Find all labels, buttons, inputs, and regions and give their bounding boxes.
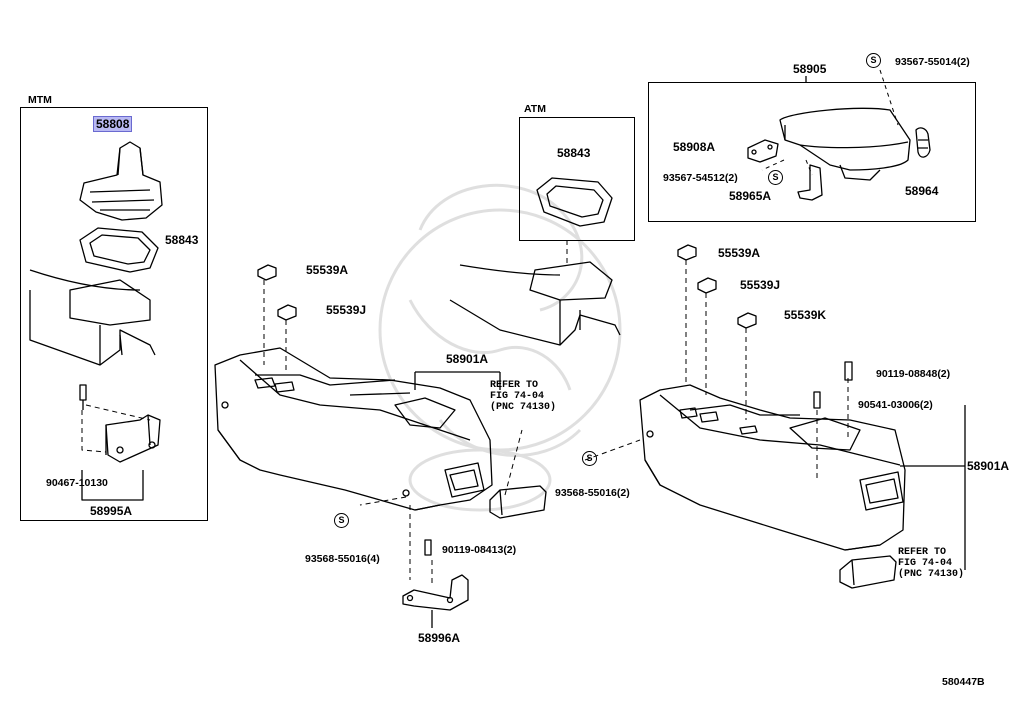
part-label-58908a[interactable]: 58908A [673, 140, 716, 154]
part-label-90541-03006-2[interactable]: 90541-03006(2) [858, 399, 933, 411]
part-label-55539j-right[interactable]: 55539J [740, 278, 781, 292]
latch-58964 [915, 127, 931, 158]
symbol-s-icon: S [582, 451, 597, 466]
atm-bezel-group [536, 177, 613, 227]
watermark-logo [378, 183, 622, 512]
mtm-group-box [20, 107, 208, 521]
atm-label: ATM [524, 103, 546, 115]
part-label-58843-atm[interactable]: 58843 [557, 146, 591, 160]
symbol-s-icon: S [334, 513, 349, 528]
refer-note-line1: REFER TO [898, 547, 947, 558]
part-label-93567-55014-2[interactable]: 93567-55014(2) [895, 56, 970, 68]
refer-note-line2: FIG 74-04 [490, 391, 545, 402]
clip-55539j-left [277, 304, 297, 321]
armrest-lid [779, 107, 911, 181]
part-label-55539k-right[interactable]: 55539K [784, 308, 827, 322]
hinge-58908a [747, 139, 779, 163]
part-label-90119-08848-2[interactable]: 90119-08848(2) [876, 368, 951, 380]
part-label-93568-55016-2[interactable]: 93568-55016(2) [555, 487, 630, 499]
right-console-body [639, 384, 906, 551]
part-label-58808[interactable]: 58808 [93, 116, 133, 132]
part-label-58901a-right[interactable]: 58901A [967, 459, 1010, 473]
figure-code: 580447B [942, 676, 985, 688]
bracket-58996a [402, 574, 469, 611]
refer-note-line3: (PNC 74130) [490, 402, 557, 413]
left-refer-part [489, 485, 547, 519]
armrest-group-box [648, 82, 976, 222]
part-label-55539j-left[interactable]: 55539J [326, 303, 367, 317]
part-label-58905[interactable]: 58905 [793, 62, 827, 76]
refer-note-left[interactable]: REFER TO FIG 74-04 (PNC 74130) [490, 380, 556, 413]
part-label-58996a[interactable]: 58996A [418, 631, 461, 645]
symbol-s-icon: S [866, 53, 881, 68]
part-label-90467-10130[interactable]: 90467-10130 [46, 477, 108, 489]
right-refer-part [839, 555, 897, 589]
clip-55539a-left [257, 264, 277, 281]
refer-note-line3: (PNC 74130) [898, 569, 965, 580]
part-label-55539a-left[interactable]: 55539A [306, 263, 349, 277]
part-label-55539a-right[interactable]: 55539A [718, 246, 761, 260]
part-label-58964[interactable]: 58964 [905, 184, 939, 198]
part-label-90119-08413-2[interactable]: 90119-08413(2) [442, 544, 517, 556]
part-label-58843-mtm[interactable]: 58843 [165, 233, 199, 247]
mtm-label: MTM [28, 94, 52, 106]
part-label-58965a[interactable]: 58965A [729, 189, 772, 203]
latch-58965a [797, 164, 823, 201]
clip-55539k-right [737, 312, 757, 329]
clip-55539j-right [697, 277, 717, 294]
part-label-58901a-left[interactable]: 58901A [446, 352, 489, 366]
part-label-93568-55016-4[interactable]: 93568-55016(4) [305, 553, 380, 565]
refer-note-right[interactable]: REFER TO FIG 74-04 (PNC 74130) [898, 547, 964, 580]
refer-note-line1: REFER TO [490, 380, 539, 391]
symbol-s-icon: S [768, 170, 783, 185]
part-label-93567-54512-2[interactable]: 93567-54512(2) [663, 172, 738, 184]
clip-55539a-right [677, 244, 697, 261]
left-console-body [214, 347, 493, 511]
refer-note-line2: FIG 74-04 [898, 558, 953, 569]
atm-group-box [519, 117, 635, 241]
part-label-58995a[interactable]: 58995A [90, 504, 133, 518]
